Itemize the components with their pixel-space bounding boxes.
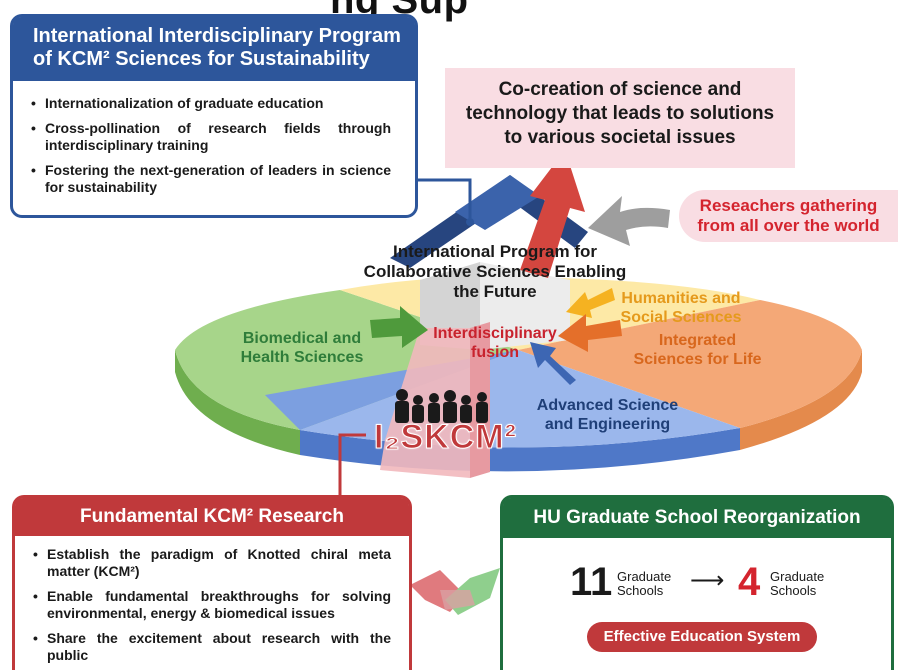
program-bullet: Cross-pollination of research fields thr… [31, 120, 391, 154]
connector-fundamental [338, 433, 366, 497]
fundamental-bullet: Establish the paradigm of Knotted chiral… [33, 546, 391, 580]
center-line2: Collaborative Sciences Enabling [363, 262, 627, 281]
segment-integrated [518, 300, 862, 428]
fundamental-bullet: Share the excitement about research with… [33, 630, 391, 664]
program-bullet: Fostering the next-generation of leaders… [31, 162, 391, 196]
green-arrow-icon [370, 306, 428, 348]
people-icon [395, 389, 488, 423]
biomedical-label: Biomedical and Health Sciences [222, 329, 382, 367]
connector-program [418, 178, 472, 218]
center-line1: International Program for [392, 242, 598, 261]
center-program-label: International Program for Collaborative … [350, 242, 640, 302]
from-label-line2: Schools [617, 583, 664, 598]
biomedical-line2: Health Sciences [240, 349, 364, 366]
fundamental-title: Fundamental KCM² Research [15, 498, 409, 536]
cocreation-line1: Co-creation of science and [498, 79, 742, 100]
fusion-line1: Interdisciplinary [433, 325, 557, 342]
program-box: International Interdisciplinary Program … [10, 14, 418, 218]
house-right-wall [480, 262, 570, 350]
center-line3: the Future [453, 282, 537, 301]
cocreation-line2: technology that leads to solutions [465, 103, 775, 124]
gray-arrow-icon [588, 196, 670, 246]
researchers-line2: from all over the world [697, 216, 880, 235]
integrated-line1: Integrated [658, 332, 737, 349]
fundamental-bullet: Enable fundamental breakthroughs for sol… [33, 588, 391, 622]
humanities-label: Humanities and Social Sciences [606, 289, 756, 327]
connector-program-dot [466, 218, 474, 226]
blue-arrow-icon [530, 342, 576, 385]
advanced-label: Advanced Science and Engineering [520, 396, 695, 434]
disk-side-green [175, 350, 300, 455]
fusion-beam [380, 328, 470, 478]
from-label: Graduate Schools [617, 570, 671, 598]
humanities-line2: Social Sciences [620, 309, 742, 326]
to-count: 4 [738, 560, 761, 604]
program-box-header: International Interdisciplinary Program … [13, 17, 415, 81]
fundamental-box: Fundamental KCM² Research Establish the … [12, 495, 412, 670]
to-label: Graduate Schools [770, 570, 824, 598]
from-count: 11 [570, 560, 613, 604]
to-label-line2: Schools [770, 583, 817, 598]
program-title-line1: International Interdisciplinary Program [33, 25, 401, 47]
hu-title: HU Graduate School Reorganization [503, 498, 891, 538]
researchers-bubble: Reseachers gathering from all over the w… [679, 190, 898, 242]
researchers-line1: Reseachers gathering [699, 196, 878, 215]
house-roof-top [455, 175, 540, 230]
handshake-icon [410, 568, 500, 615]
biomedical-line1: Biomedical and [242, 330, 362, 347]
cocreation-box: Co-creation of science and technology th… [445, 68, 795, 168]
arrow-right-icon: ⟶ [690, 567, 725, 594]
to-label-line1: Graduate [770, 569, 825, 584]
fusion-line2: fusion [471, 344, 519, 361]
yellow-arrow-icon [566, 288, 615, 318]
i2skcm2-logo: I₂SKCM² [374, 418, 517, 457]
program-bullet: Internationalization of graduate educati… [31, 95, 391, 112]
humanities-line1: Humanities and [621, 290, 741, 307]
program-bullets: Internationalization of graduate educati… [13, 81, 415, 196]
advanced-line2: and Engineering [544, 416, 671, 433]
red-arrow-icon [520, 150, 585, 278]
program-title-line2: of KCM² Sciences for Sustainability [33, 48, 370, 70]
cocreation-line3: to various societal issues [504, 127, 736, 148]
orange-arrow-icon [558, 314, 622, 352]
from-label-line1: Graduate [617, 569, 672, 584]
effective-education-badge: Effective Education System [587, 622, 817, 652]
integrated-line2: Sciences for Life [633, 351, 762, 368]
fusion-label: Interdisciplinary fusion [415, 324, 575, 362]
fundamental-bullets: Establish the paradigm of Knotted chiral… [15, 536, 409, 664]
integrated-label: Integrated Sciences for Life [620, 331, 775, 369]
advanced-line1: Advanced Science [536, 397, 679, 414]
disk-side-orange [740, 350, 862, 450]
